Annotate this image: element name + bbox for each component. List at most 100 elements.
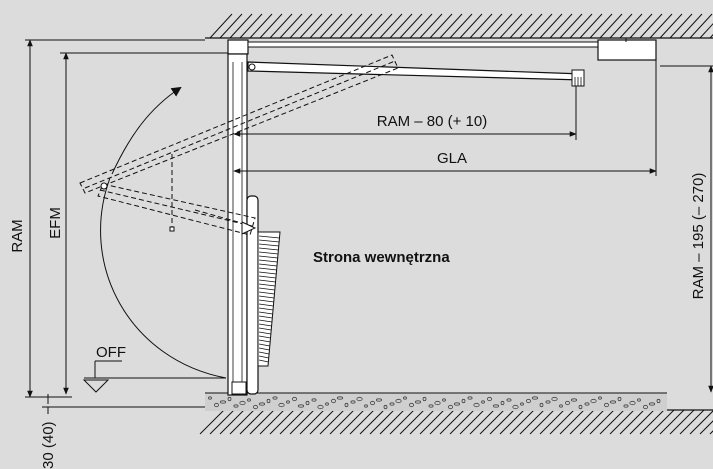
- spring-coil: [258, 255, 278, 259]
- label-gla: GLA: [437, 150, 467, 167]
- floor-hatch-line: [579, 409, 605, 435]
- spring-coil: [258, 335, 271, 339]
- spring-coil: [258, 311, 273, 315]
- ceiling-hatch-line: [699, 23, 713, 39]
- ceiling-hatch-line: [539, 13, 563, 39]
- ceiling-hatch-line: [409, 13, 433, 39]
- ceiling-hatch-line: [659, 13, 683, 39]
- floor-hatch-line: [609, 409, 635, 435]
- label-30-40: 30 (40): [40, 421, 57, 469]
- ceiling-hatch-line: [609, 13, 633, 39]
- gravel-dot: [227, 396, 232, 402]
- spring-coil: [258, 267, 277, 271]
- floor-hatch-line: [669, 409, 695, 435]
- spring-coil: [258, 355, 269, 359]
- gravel-dot: [356, 396, 363, 402]
- ceiling-hatch-line: [459, 13, 483, 39]
- spring-coil: [258, 263, 278, 267]
- ceiling-hatch-line: [479, 13, 503, 39]
- ceiling-hatch-line: [299, 13, 323, 39]
- gravel-dot: [434, 400, 441, 406]
- floor-hatch-line: [349, 409, 375, 435]
- gravel-dot: [637, 398, 641, 402]
- ceiling-hatch-line: [419, 13, 443, 39]
- floor-hatch-line: [699, 420, 713, 435]
- pull-handle-marker: [169, 226, 175, 232]
- gravel-dot: [500, 400, 505, 406]
- floor-hatch-line: [639, 409, 665, 435]
- gravel-dot: [453, 402, 461, 406]
- floor-hatch: [199, 409, 713, 435]
- dim-30-40: 30 (40): [40, 394, 205, 469]
- floor-hatch-line: [229, 409, 255, 435]
- spring: [257, 231, 281, 367]
- gravel-dot: [486, 396, 492, 402]
- pointer-triangle: [241, 221, 257, 235]
- ceiling-hatch-line: [339, 13, 363, 39]
- floor-hatch-line: [409, 409, 435, 435]
- ceiling-hatch-line: [349, 13, 373, 39]
- spring-coil: [258, 287, 276, 291]
- floor-concrete: [205, 392, 667, 411]
- gravel-dot: [656, 398, 661, 404]
- spring-coil: [258, 327, 272, 331]
- gravel-dot: [578, 404, 583, 410]
- gravel-dot: [565, 400, 571, 406]
- gravel-dot: [208, 396, 212, 400]
- off-marker: OFF: [82, 344, 226, 393]
- gravel-dot: [629, 400, 636, 406]
- spring-coil: [258, 235, 280, 239]
- ceiling-hatch-line: [319, 13, 343, 39]
- floor-hatch-line: [389, 409, 415, 435]
- gravel-dot: [531, 396, 539, 400]
- floor-hatch-line: [499, 409, 525, 435]
- spring-coil: [258, 239, 280, 243]
- label-strona-wewnetrzna: Strona wewnętrzna: [313, 249, 450, 266]
- gravel-dot: [297, 404, 305, 408]
- gravel-dot: [375, 398, 383, 402]
- gravel-dot: [442, 398, 446, 402]
- gravel-dot: [408, 402, 414, 408]
- gravel-dot: [609, 400, 617, 404]
- ceiling-hatch-line: [689, 13, 713, 39]
- ceiling-hatch-line: [529, 13, 553, 39]
- spring-coil: [258, 315, 273, 319]
- spring-coil: [258, 307, 274, 311]
- ceiling-hatch-line: [489, 13, 513, 39]
- ceiling-hatch-line: [329, 13, 353, 39]
- spring-coil: [258, 247, 279, 251]
- ceiling-hatch-line: [399, 13, 423, 39]
- floor-hatch-line: [589, 409, 615, 435]
- gravel-dot: [213, 402, 219, 408]
- gravel-dot: [317, 404, 324, 410]
- ceiling-hatch-line: [439, 13, 463, 39]
- floor-hatch-line: [509, 409, 535, 435]
- ceiling-hatch-line: [499, 13, 523, 39]
- spring-coil: [258, 319, 273, 323]
- spring-coil: [258, 331, 272, 335]
- ceiling-hatch-line: [679, 13, 703, 39]
- dim-gla: GLA: [233, 60, 657, 176]
- spring-coil: [258, 351, 270, 355]
- floor-hatch-line: [659, 409, 685, 435]
- gravel-dot: [492, 404, 500, 408]
- spring-coil: [258, 291, 275, 295]
- spring-coil: [258, 359, 269, 363]
- ceiling-hatch-line: [389, 13, 413, 39]
- ceiling-hatch-line: [359, 13, 383, 39]
- floor-hatch-line: [549, 409, 575, 435]
- gravel-dot: [291, 396, 297, 402]
- ceiling-hatch-line: [519, 13, 543, 39]
- gravel-dot: [247, 398, 251, 402]
- gravel-dot: [336, 396, 344, 400]
- ceiling-hatch-line: [369, 13, 393, 39]
- gravel-dot: [344, 402, 349, 408]
- floor-hatch-line: [439, 409, 465, 435]
- gravel-dot: [414, 400, 422, 404]
- ceiling-hatch-line: [549, 13, 573, 39]
- ceiling-hatch-line: [599, 13, 623, 39]
- gravel-dot: [258, 402, 266, 406]
- spring-coil: [258, 343, 271, 347]
- floor-hatch-line: [299, 409, 325, 435]
